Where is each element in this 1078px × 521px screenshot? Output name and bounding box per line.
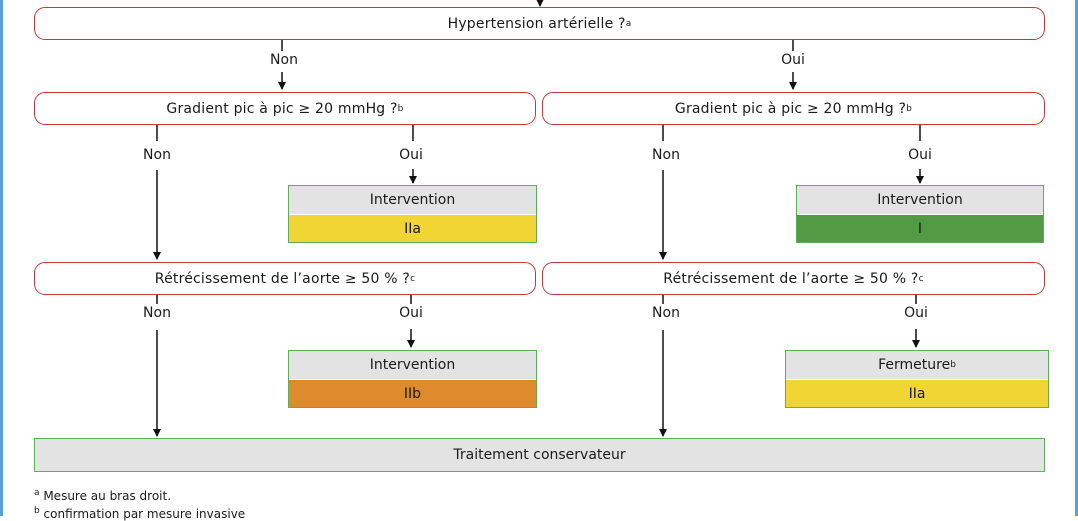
question-gradient-left-text: Gradient pic à pic ≥ 20 mmHg ? bbox=[166, 100, 398, 117]
result-title: Intervention bbox=[289, 186, 536, 214]
recommendation-class-badge: IIa bbox=[786, 379, 1048, 407]
label-lr-non: Non bbox=[143, 305, 171, 321]
label-lr-oui: Oui bbox=[399, 305, 423, 321]
question-retrecissement-left-text: Rétrécissement de l’aorte ≥ 50 % ? bbox=[154, 270, 411, 287]
result-title: Fermeture bbox=[878, 357, 951, 373]
label-lg-oui: Oui bbox=[399, 147, 423, 163]
label-rr-oui: Oui bbox=[904, 305, 928, 321]
question-gradient-right: Gradient pic à pic ≥ 20 mmHg ?b bbox=[542, 92, 1045, 125]
result-retrecissement-left: Intervention IIb bbox=[288, 350, 537, 408]
footnote-a: a Mesure au bras droit. bbox=[34, 488, 172, 504]
result-gradient-right: Intervention I bbox=[796, 185, 1044, 243]
question-hypertension: Hypertension artérielle ?a bbox=[34, 7, 1045, 40]
label-rr-non: Non bbox=[652, 305, 680, 321]
recommendation-class-badge: I bbox=[797, 214, 1043, 242]
footnote-b: b confirmation par mesure invasive bbox=[34, 507, 245, 521]
question-retrecissement-right: Rétrécissement de l’aorte ≥ 50 % ?c bbox=[542, 262, 1045, 295]
question-hypertension-text: Hypertension artérielle ? bbox=[447, 15, 626, 32]
recommendation-class-badge: IIb bbox=[289, 379, 536, 407]
footnote-b-mark: b bbox=[34, 506, 40, 516]
page-frame-right bbox=[1075, 0, 1078, 516]
final-text: Traitement conservateur bbox=[453, 447, 626, 463]
question-retrecissement-right-text: Rétrécissement de l’aorte ≥ 50 % ? bbox=[663, 270, 919, 287]
label-rg-oui: Oui bbox=[908, 147, 932, 163]
label-lg-non: Non bbox=[143, 147, 171, 163]
question-gradient-right-text: Gradient pic à pic ≥ 20 mmHg ? bbox=[674, 100, 907, 117]
label-rg-non: Non bbox=[652, 147, 680, 163]
result-title: Intervention bbox=[289, 351, 536, 379]
footnote-a-mark: a bbox=[34, 488, 40, 498]
question-retrecissement-left: Rétrécissement de l’aorte ≥ 50 % ?c bbox=[34, 262, 536, 295]
label-hyp-non: Non bbox=[270, 52, 298, 68]
footnote-a-text: Mesure au bras droit. bbox=[39, 489, 172, 503]
recommendation-class-badge: IIa bbox=[289, 214, 536, 242]
result-gradient-left: Intervention IIa bbox=[288, 185, 537, 243]
result-title: Intervention bbox=[797, 186, 1043, 214]
question-gradient-left: Gradient pic à pic ≥ 20 mmHg ?b bbox=[34, 92, 536, 125]
footnote-b-text: confirmation par mesure invasive bbox=[39, 507, 246, 521]
final-conservative-treatment: Traitement conservateur bbox=[34, 438, 1045, 472]
page-frame-left bbox=[0, 0, 3, 516]
label-hyp-oui: Oui bbox=[781, 52, 805, 68]
